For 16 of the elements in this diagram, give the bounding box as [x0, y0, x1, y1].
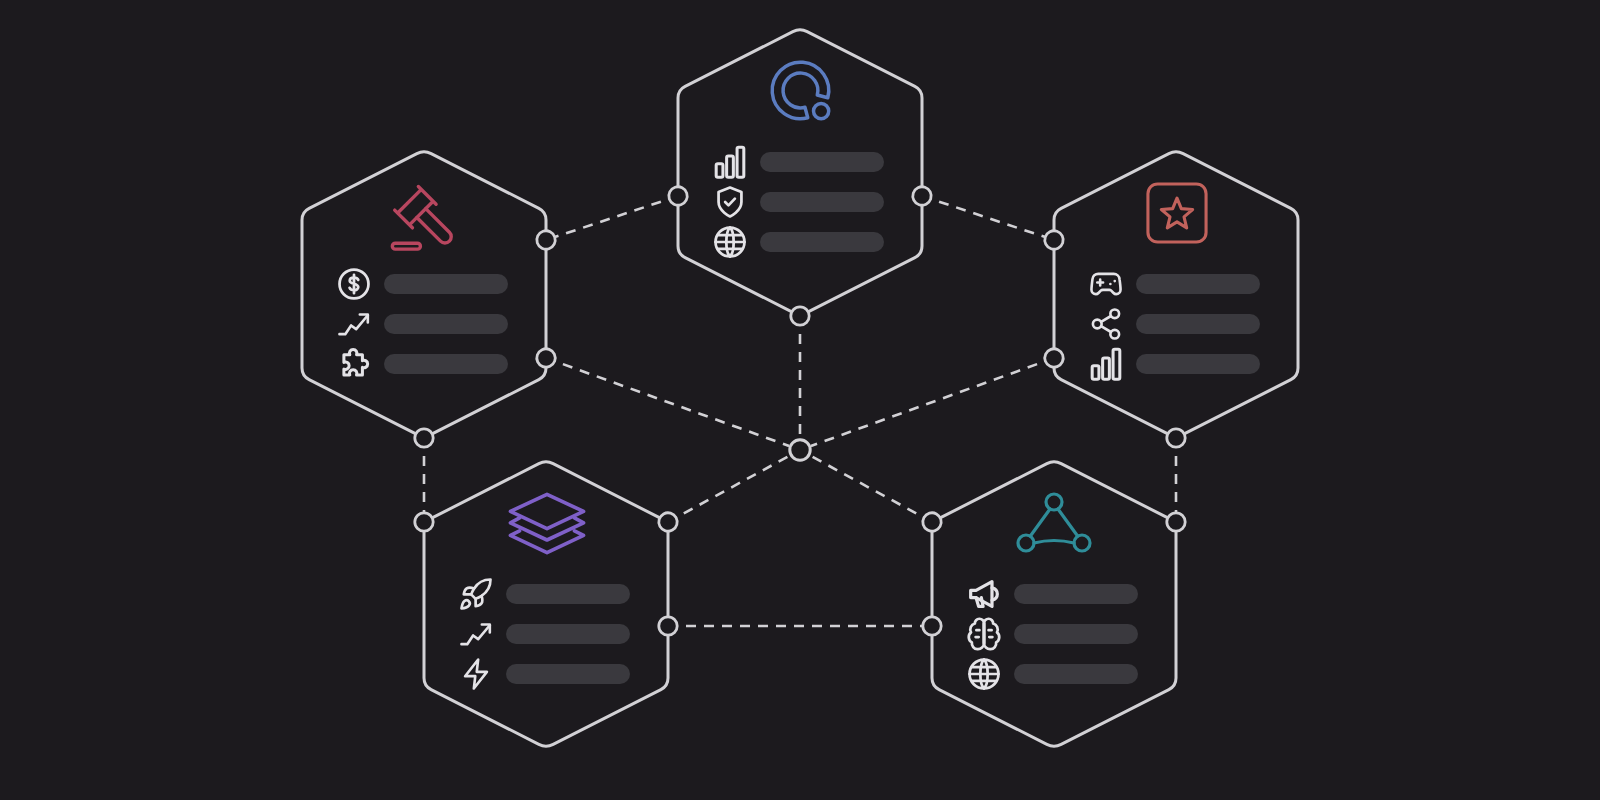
- dashed-connector: [809, 454, 943, 533]
- hexagon-card: [302, 150, 546, 438]
- dashed-connector: [911, 185, 1065, 251]
- dashed-connector: [789, 305, 811, 439]
- dashed-connector: [535, 347, 790, 448]
- hub-circle: [788, 438, 812, 462]
- dashed-connector: [535, 185, 689, 251]
- hexagon-card: [932, 460, 1176, 748]
- hexagon-card: [1054, 150, 1298, 438]
- dashed-connector: [657, 615, 943, 637]
- dashed-connector: [1165, 427, 1187, 533]
- dashed-connector: [413, 427, 435, 533]
- dashed-connector: [657, 454, 791, 533]
- hexagon-card: [678, 28, 922, 316]
- dashed-connector: [810, 347, 1065, 448]
- hexagon-card: [424, 460, 668, 748]
